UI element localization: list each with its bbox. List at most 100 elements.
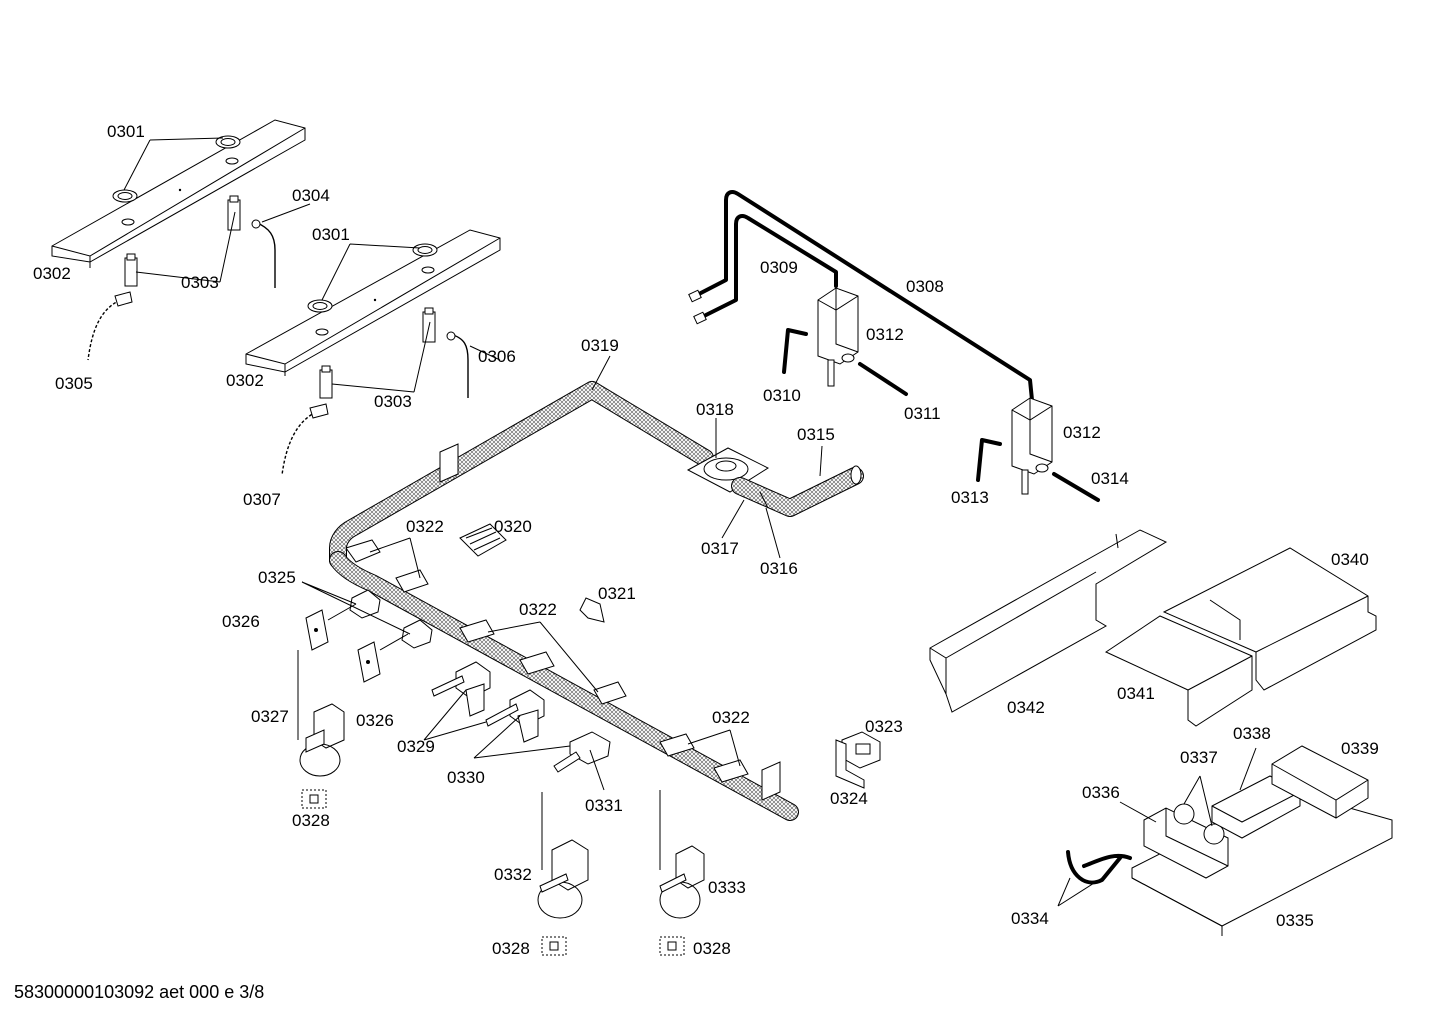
cover-0342 [929,529,1168,713]
burner-rail-lower [245,229,501,376]
label-0333: 0333 [708,878,746,897]
label-0314: 0314 [1091,469,1129,488]
tube-fitting-0306 [446,331,456,341]
safety-valve-0312-b [1011,397,1053,495]
label-0329: 0329 [397,737,435,756]
switch-0323 [841,731,881,769]
label-0313: 0313 [951,488,989,507]
adaptor-0328-c [659,936,685,956]
leader-lines [123,137,1257,907]
label-0322-right: 0322 [712,708,750,727]
thermocouple-0308 [693,190,1034,402]
gas-manifold-0319 [329,381,799,821]
label-0335: 0335 [1276,911,1314,930]
safety-valve-0312-a [817,287,859,387]
label-0326-left: 0326 [222,612,260,631]
hose-end-0315 [850,465,862,485]
label-0334: 0334 [1011,909,1049,928]
label-0309: 0309 [760,258,798,277]
label-0317: 0317 [701,539,739,558]
cable-0314 [1052,472,1100,502]
label-0322-middle: 0322 [519,600,557,619]
thermostat-0327 [297,650,345,777]
bracket-0324 [835,739,865,789]
label-0338: 0338 [1233,724,1271,743]
cable-0310 [782,328,808,374]
gas-tube-0304 [254,221,276,288]
switches-0337 [1173,803,1225,845]
thermostat-0333 [659,790,705,919]
gas-tube-0305 [87,299,121,361]
label-0332: 0332 [494,865,532,884]
label-0319: 0319 [581,336,619,355]
label-0305: 0305 [55,374,93,393]
gas-tube-0307 [281,411,317,476]
label-0337: 0337 [1180,748,1218,767]
tube-fitting-0304 [251,219,261,229]
label-0302-upper: 0302 [33,264,71,283]
label-0303-lower: 0303 [374,392,412,411]
label-0331: 0331 [585,796,623,815]
label-0307: 0307 [243,490,281,509]
adaptor-0328-b [541,936,567,956]
cable-harness-0334 [1066,850,1132,885]
label-0341: 0341 [1117,684,1155,703]
label-0312-lower: 0312 [1063,423,1101,442]
label-0330: 0330 [447,768,485,787]
clip-0321 [579,597,605,623]
thermostat-0332 [537,792,589,919]
gas-tap-0325-b [379,619,433,651]
gas-tap-0330 [485,689,545,743]
label-0301-upper: 0301 [107,122,145,141]
thermocouple-0309 [698,214,838,320]
label-0306: 0306 [478,347,516,366]
label-0320: 0320 [494,517,532,536]
cable-0311 [858,362,908,396]
label-0301-lower: 0301 [312,225,350,244]
label-0324: 0324 [830,789,868,808]
cover-0341 [1104,615,1253,727]
document-footer-code: 58300000103092 aet 000 e 3/8 [14,982,264,1002]
label-0323: 0323 [865,717,903,736]
burner-rail-upper [51,119,306,268]
manifold-clamps-0322 [345,539,749,783]
label-0302-lower: 0302 [226,371,264,390]
connector-block-0320 [459,523,507,557]
label-0328-left: 0328 [292,811,330,830]
label-0328-middle: 0328 [492,939,530,958]
label-0321: 0321 [598,584,636,603]
label-0304: 0304 [292,186,330,205]
label-0327: 0327 [251,707,289,726]
gas-tap-0329 [431,661,491,717]
label-0318: 0318 [696,400,734,419]
label-0316: 0316 [760,559,798,578]
cable-0313 [976,438,1002,482]
label-0303-upper: 0303 [181,273,219,292]
label-0310: 0310 [763,386,801,405]
control-unit-0339 [1271,745,1369,819]
label-0325: 0325 [258,568,296,587]
gas-tap-0331 [553,731,611,773]
cover-0340 [1162,547,1377,691]
adaptor-0328-a [301,789,327,809]
ring-0316 [759,491,769,509]
label-0322-left: 0322 [406,517,444,536]
label-0339: 0339 [1341,739,1379,758]
label-0311: 0311 [904,404,941,423]
tube-fitting-0305 [114,291,133,307]
bracket-0336 [1143,807,1229,879]
burner-connector-0318 [686,447,770,493]
control-module-0338 [1211,775,1301,839]
label-0326-right: 0326 [356,711,394,730]
tube-fitting-0307 [309,403,329,419]
label-0328-right: 0328 [693,939,731,958]
label-0342: 0342 [1007,698,1045,717]
gas-tap-0325-a [327,589,381,621]
label-0336: 0336 [1082,783,1120,802]
label-0312-upper: 0312 [866,325,904,344]
label-0340: 0340 [1331,550,1369,569]
label-0315: 0315 [797,425,835,444]
label-0308: 0308 [906,277,944,296]
gas-tube-0306 [449,333,469,398]
